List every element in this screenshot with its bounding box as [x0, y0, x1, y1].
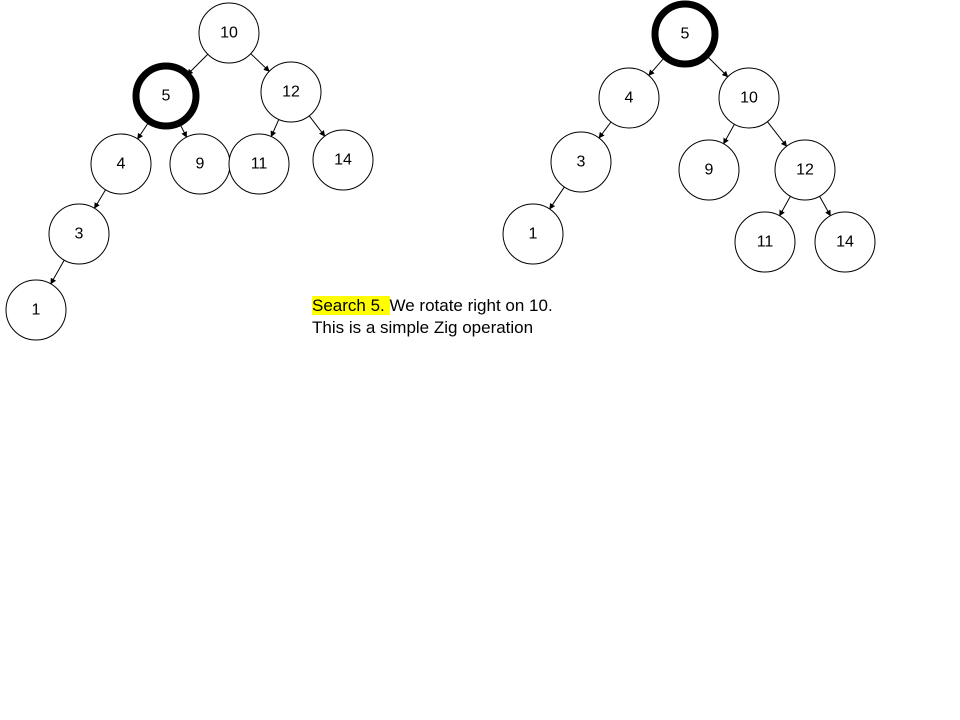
before-node-circle	[312, 129, 374, 191]
caption-highlight: Search 5.	[312, 296, 390, 315]
after-edge-12-to-11	[779, 195, 791, 217]
before-node-12: 12	[260, 61, 322, 123]
before-edge-10-to-5	[186, 53, 209, 76]
before-node-label: 4	[117, 156, 126, 173]
before-node-label: 3	[75, 226, 84, 243]
after-node-11: 11	[734, 211, 796, 273]
after-node-circle	[678, 139, 740, 201]
before-node-label: 9	[196, 156, 205, 173]
before-node-label: 5	[162, 88, 171, 105]
before-node-11: 11	[228, 133, 290, 195]
edges-layer	[50, 53, 831, 285]
after-node-circle	[651, 0, 719, 68]
after-edge-4-to-3	[598, 121, 612, 139]
after-edge-3-to-1	[549, 186, 565, 210]
after-edge-5-to-4	[648, 56, 666, 76]
after-node-label: 11	[757, 234, 774, 251]
before-node-label: 11	[251, 156, 268, 173]
before-node-label: 14	[334, 152, 352, 169]
before-node-circle	[90, 133, 152, 195]
before-node-1: 1	[5, 279, 67, 341]
before-node-circle	[260, 61, 322, 123]
before-edge-5-to-4	[137, 120, 150, 140]
after-node-circle	[718, 67, 780, 129]
after-node-14: 14	[814, 211, 876, 273]
after-node-12: 12	[774, 139, 836, 201]
after-node-label: 4	[625, 90, 634, 107]
before-edge-10-to-12	[250, 53, 270, 72]
before-node-10: 10	[198, 2, 260, 64]
after-node-circle	[774, 139, 836, 201]
after-edge-12-to-14	[819, 195, 831, 217]
before-node-circle	[132, 62, 200, 130]
after-node-circle	[502, 203, 564, 265]
after-edge-10-to-9	[723, 123, 735, 145]
before-node-circle	[5, 279, 67, 341]
after-edge-10-to-12	[767, 121, 787, 147]
before-node-circle	[228, 133, 290, 195]
before-node-14: 14	[312, 129, 374, 191]
caption-text: We rotate right on 10. This is a simple …	[312, 296, 553, 337]
after-node-circle	[550, 131, 612, 193]
before-node-label: 1	[32, 302, 41, 319]
after-node-label: 10	[740, 90, 758, 107]
after-node-label: 1	[529, 226, 538, 243]
after-node-label: 3	[577, 154, 586, 171]
after-node-label: 12	[796, 162, 814, 179]
after-node-3: 3	[550, 131, 612, 193]
after-edge-5-to-10	[705, 54, 729, 78]
after-node-5: 5	[651, 0, 719, 68]
before-node-circle	[198, 2, 260, 64]
before-edge-12-to-11	[270, 119, 280, 138]
before-node-3: 3	[48, 203, 110, 265]
after-node-9: 9	[678, 139, 740, 201]
before-node-circle	[48, 203, 110, 265]
before-node-label: 12	[282, 84, 300, 101]
before-edge-3-to-1	[50, 259, 65, 285]
after-node-label: 9	[705, 162, 714, 179]
before-node-5: 5	[132, 62, 200, 130]
after-node-1: 1	[502, 203, 564, 265]
before-node-4: 4	[90, 133, 152, 195]
nodes-layer: 10 5 12 4 9 11 14 3 1 5 4 10 3 1 9 12 11 14	[5, 0, 876, 341]
before-node-9: 9	[169, 133, 231, 195]
after-node-4: 4	[598, 67, 660, 129]
caption: Search 5. We rotate right on 10. This is…	[312, 295, 562, 339]
before-edge-12-to-14	[308, 115, 326, 137]
before-node-label: 10	[220, 25, 238, 42]
after-node-circle	[814, 211, 876, 273]
after-node-label: 14	[836, 234, 854, 251]
before-edge-4-to-3	[94, 189, 106, 209]
after-node-label: 5	[681, 26, 690, 43]
after-node-10: 10	[718, 67, 780, 129]
after-node-circle	[598, 67, 660, 129]
after-node-circle	[734, 211, 796, 273]
